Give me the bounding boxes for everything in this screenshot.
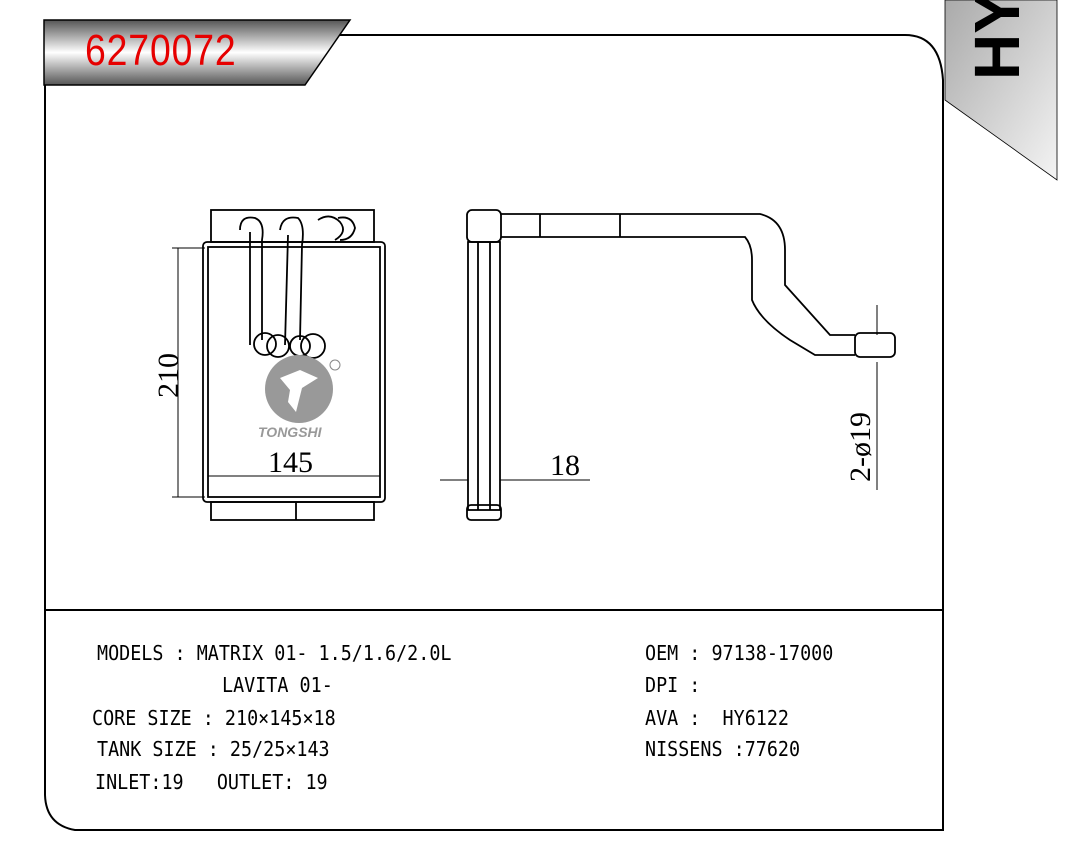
spec-core-size: CORE SIZE : 210×145×18 — [92, 706, 336, 730]
logo-text: TONGSHI — [258, 424, 323, 440]
dim-height: 210 — [152, 353, 185, 398]
front-view — [202, 209, 386, 521]
part-number: 6270072 — [85, 26, 237, 75]
spec-nissens: NISSENS :77620 — [645, 737, 801, 761]
frame — [44, 34, 944, 831]
brand-banner — [944, 0, 1058, 181]
spec-inlet-outlet: INLET:19 OUTLET: 19 — [95, 770, 328, 794]
spec-ava: AVA : HY6122 — [645, 706, 790, 730]
side-view — [466, 209, 896, 521]
spec-models-2: LAVITA 01- — [222, 673, 333, 697]
dim-thickness: 18 — [550, 449, 580, 482]
dim-width: 145 — [268, 446, 313, 479]
dim-pipe: 2-ø19 — [844, 412, 877, 482]
brand-tab-text: HY — [961, 0, 1033, 80]
spec-oem: OEM : 97138-17000 — [645, 641, 834, 665]
spec-tank-size: TANK SIZE : 25/25×143 — [97, 737, 330, 761]
dimension-lines — [172, 247, 878, 498]
spec-models: MODELS : MATRIX 01- 1.5/1.6/2.0L — [97, 641, 452, 665]
tongshi-logo: TONGSHI — [258, 355, 341, 440]
spec-dpi: DPI : — [645, 673, 701, 697]
part-number-tab — [43, 19, 352, 86]
